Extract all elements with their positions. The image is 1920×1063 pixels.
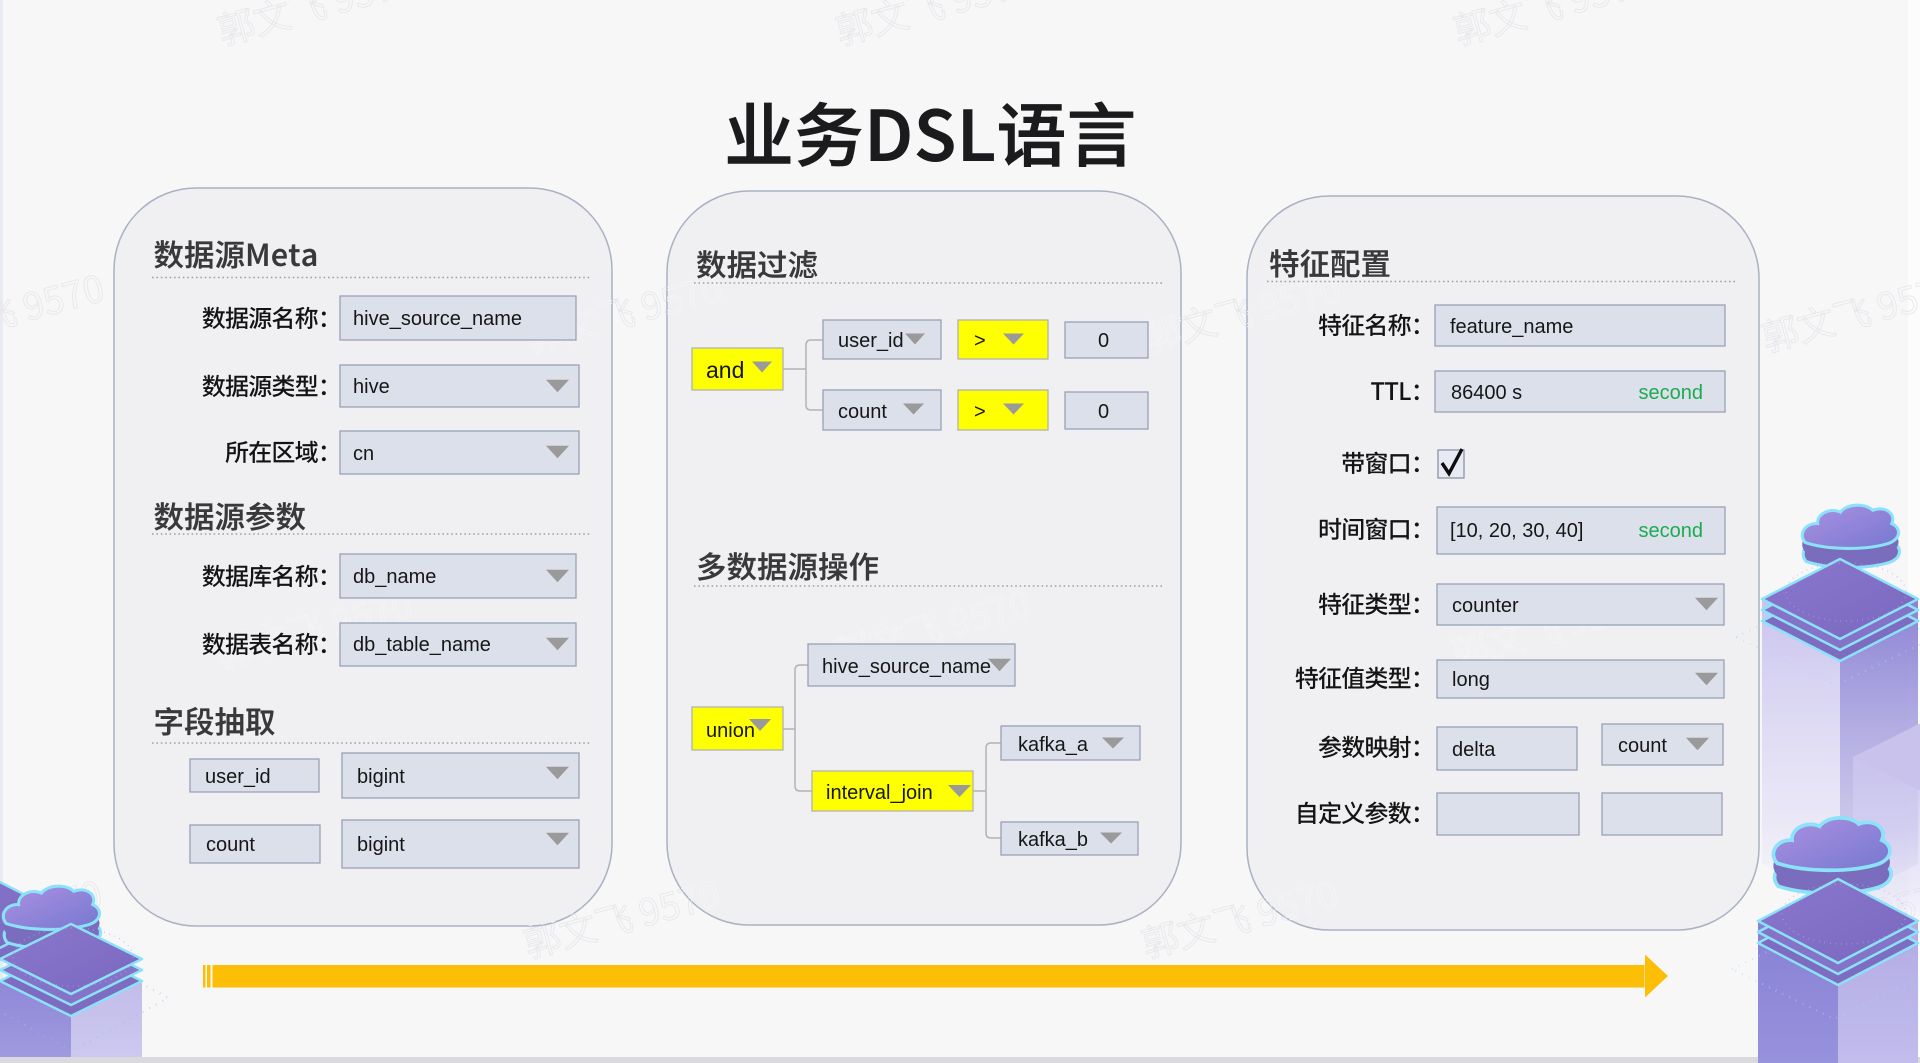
svg-text:user_id: user_id — [205, 766, 271, 788]
svg-text:hive_source_name: hive_source_name — [822, 656, 991, 678]
svg-text:kafka_b: kafka_b — [1018, 829, 1088, 851]
svg-text:second: second — [1639, 520, 1704, 542]
svg-text:second: second — [1639, 382, 1704, 404]
svg-text:86400 s: 86400 s — [1451, 382, 1522, 404]
svg-text:user_id: user_id — [838, 330, 904, 352]
svg-text:counter: counter — [1452, 595, 1519, 617]
svg-text:count: count — [206, 834, 255, 856]
svg-text:hive_source_name: hive_source_name — [353, 308, 522, 330]
svg-text:count: count — [838, 401, 887, 423]
svg-text:hive: hive — [353, 376, 390, 398]
svg-text:db_table_name: db_table_name — [353, 634, 491, 656]
svg-text:interval_join: interval_join — [826, 782, 933, 804]
svg-text:feature_name: feature_name — [1450, 316, 1573, 338]
svg-text:bigint: bigint — [357, 766, 405, 788]
svg-text:0: 0 — [1098, 330, 1109, 352]
svg-text:and: and — [706, 357, 744, 383]
svg-text:0: 0 — [1098, 401, 1109, 423]
svg-text:db_name: db_name — [353, 566, 436, 588]
svg-text:long: long — [1452, 669, 1490, 691]
svg-text:>: > — [974, 401, 986, 423]
svg-text:union: union — [706, 720, 755, 742]
svg-text:delta: delta — [1452, 739, 1496, 761]
svg-text:bigint: bigint — [357, 834, 405, 856]
svg-text:[10, 20, 30, 40]: [10, 20, 30, 40] — [1450, 520, 1583, 542]
svg-text:count: count — [1618, 735, 1667, 757]
svg-text:kafka_a: kafka_a — [1018, 734, 1089, 756]
svg-text:>: > — [974, 330, 986, 352]
svg-text:cn: cn — [353, 443, 374, 465]
